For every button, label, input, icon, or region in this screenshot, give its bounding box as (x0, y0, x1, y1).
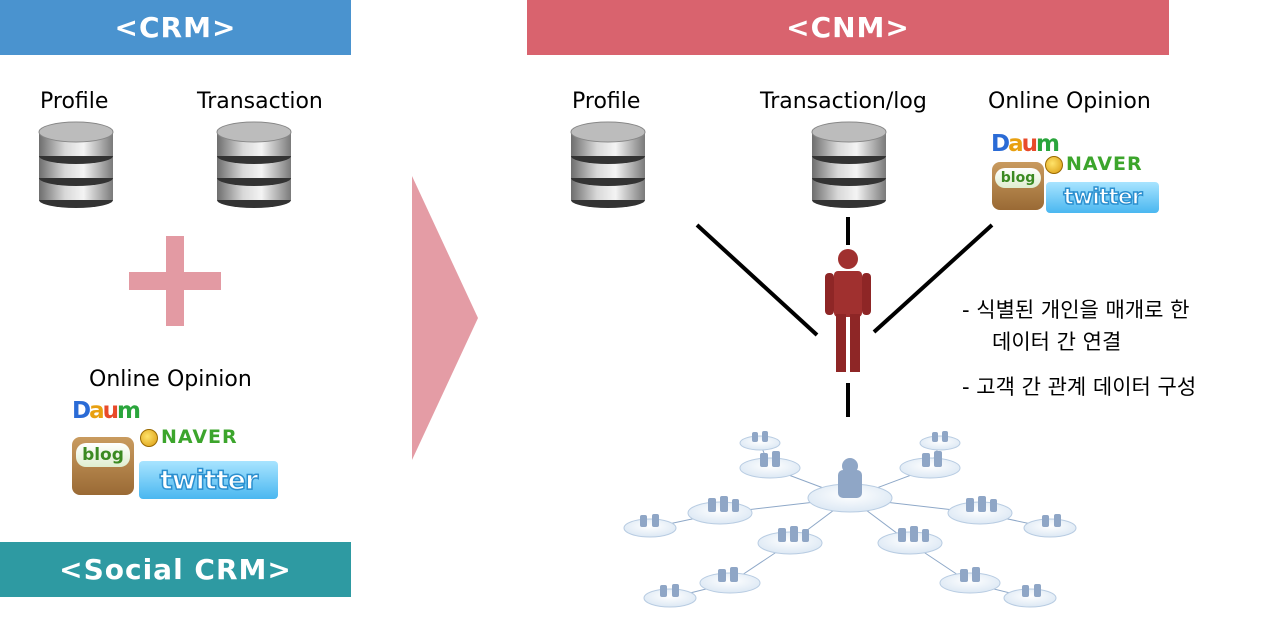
twitter-logo: twitter (1046, 182, 1159, 213)
crm-online-opinion-label: Online Opinion (89, 367, 252, 392)
naver-logo: NAVER (1045, 155, 1143, 174)
plus-icon (129, 236, 221, 326)
crm-profile-label: Profile (40, 89, 109, 114)
naver-coin-icon (140, 428, 158, 447)
daum-logo: Daum (72, 398, 141, 424)
cnm-bullet-2: - 고객 간 관계 데이터 구성 (962, 375, 1197, 399)
person-icon (825, 249, 871, 372)
cnm-bullet-1-cont: 데이터 간 연결 (992, 330, 1122, 354)
naver-logo: NAVER (140, 428, 238, 447)
blog-logo: blog (992, 162, 1044, 210)
database-icon (811, 121, 887, 208)
social-network-icon (623, 431, 1077, 608)
naver-coin-icon (1045, 155, 1063, 174)
database-icon (216, 121, 292, 208)
twitter-logo: twitter (139, 461, 278, 499)
cnm-online-opinion-label: Online Opinion (988, 89, 1151, 114)
cnm-bullet-1: - 식별된 개인을 매개로 한 (962, 298, 1190, 322)
cnm-title: <CNM> (527, 0, 1169, 55)
arrow-right-icon (412, 176, 478, 460)
cnm-profile-label: Profile (572, 89, 641, 114)
crm-transaction-label: Transaction (197, 89, 323, 114)
cnm-transaction-label: Transaction/log (760, 89, 927, 114)
database-icon (38, 121, 114, 208)
connector-lines (695, 217, 994, 417)
database-icon (570, 121, 646, 208)
crm-title: <CRM> (0, 0, 351, 55)
daum-logo: Daum (991, 131, 1060, 157)
blog-logo: blog (72, 437, 134, 495)
social-crm-label: <Social CRM> (0, 542, 351, 597)
